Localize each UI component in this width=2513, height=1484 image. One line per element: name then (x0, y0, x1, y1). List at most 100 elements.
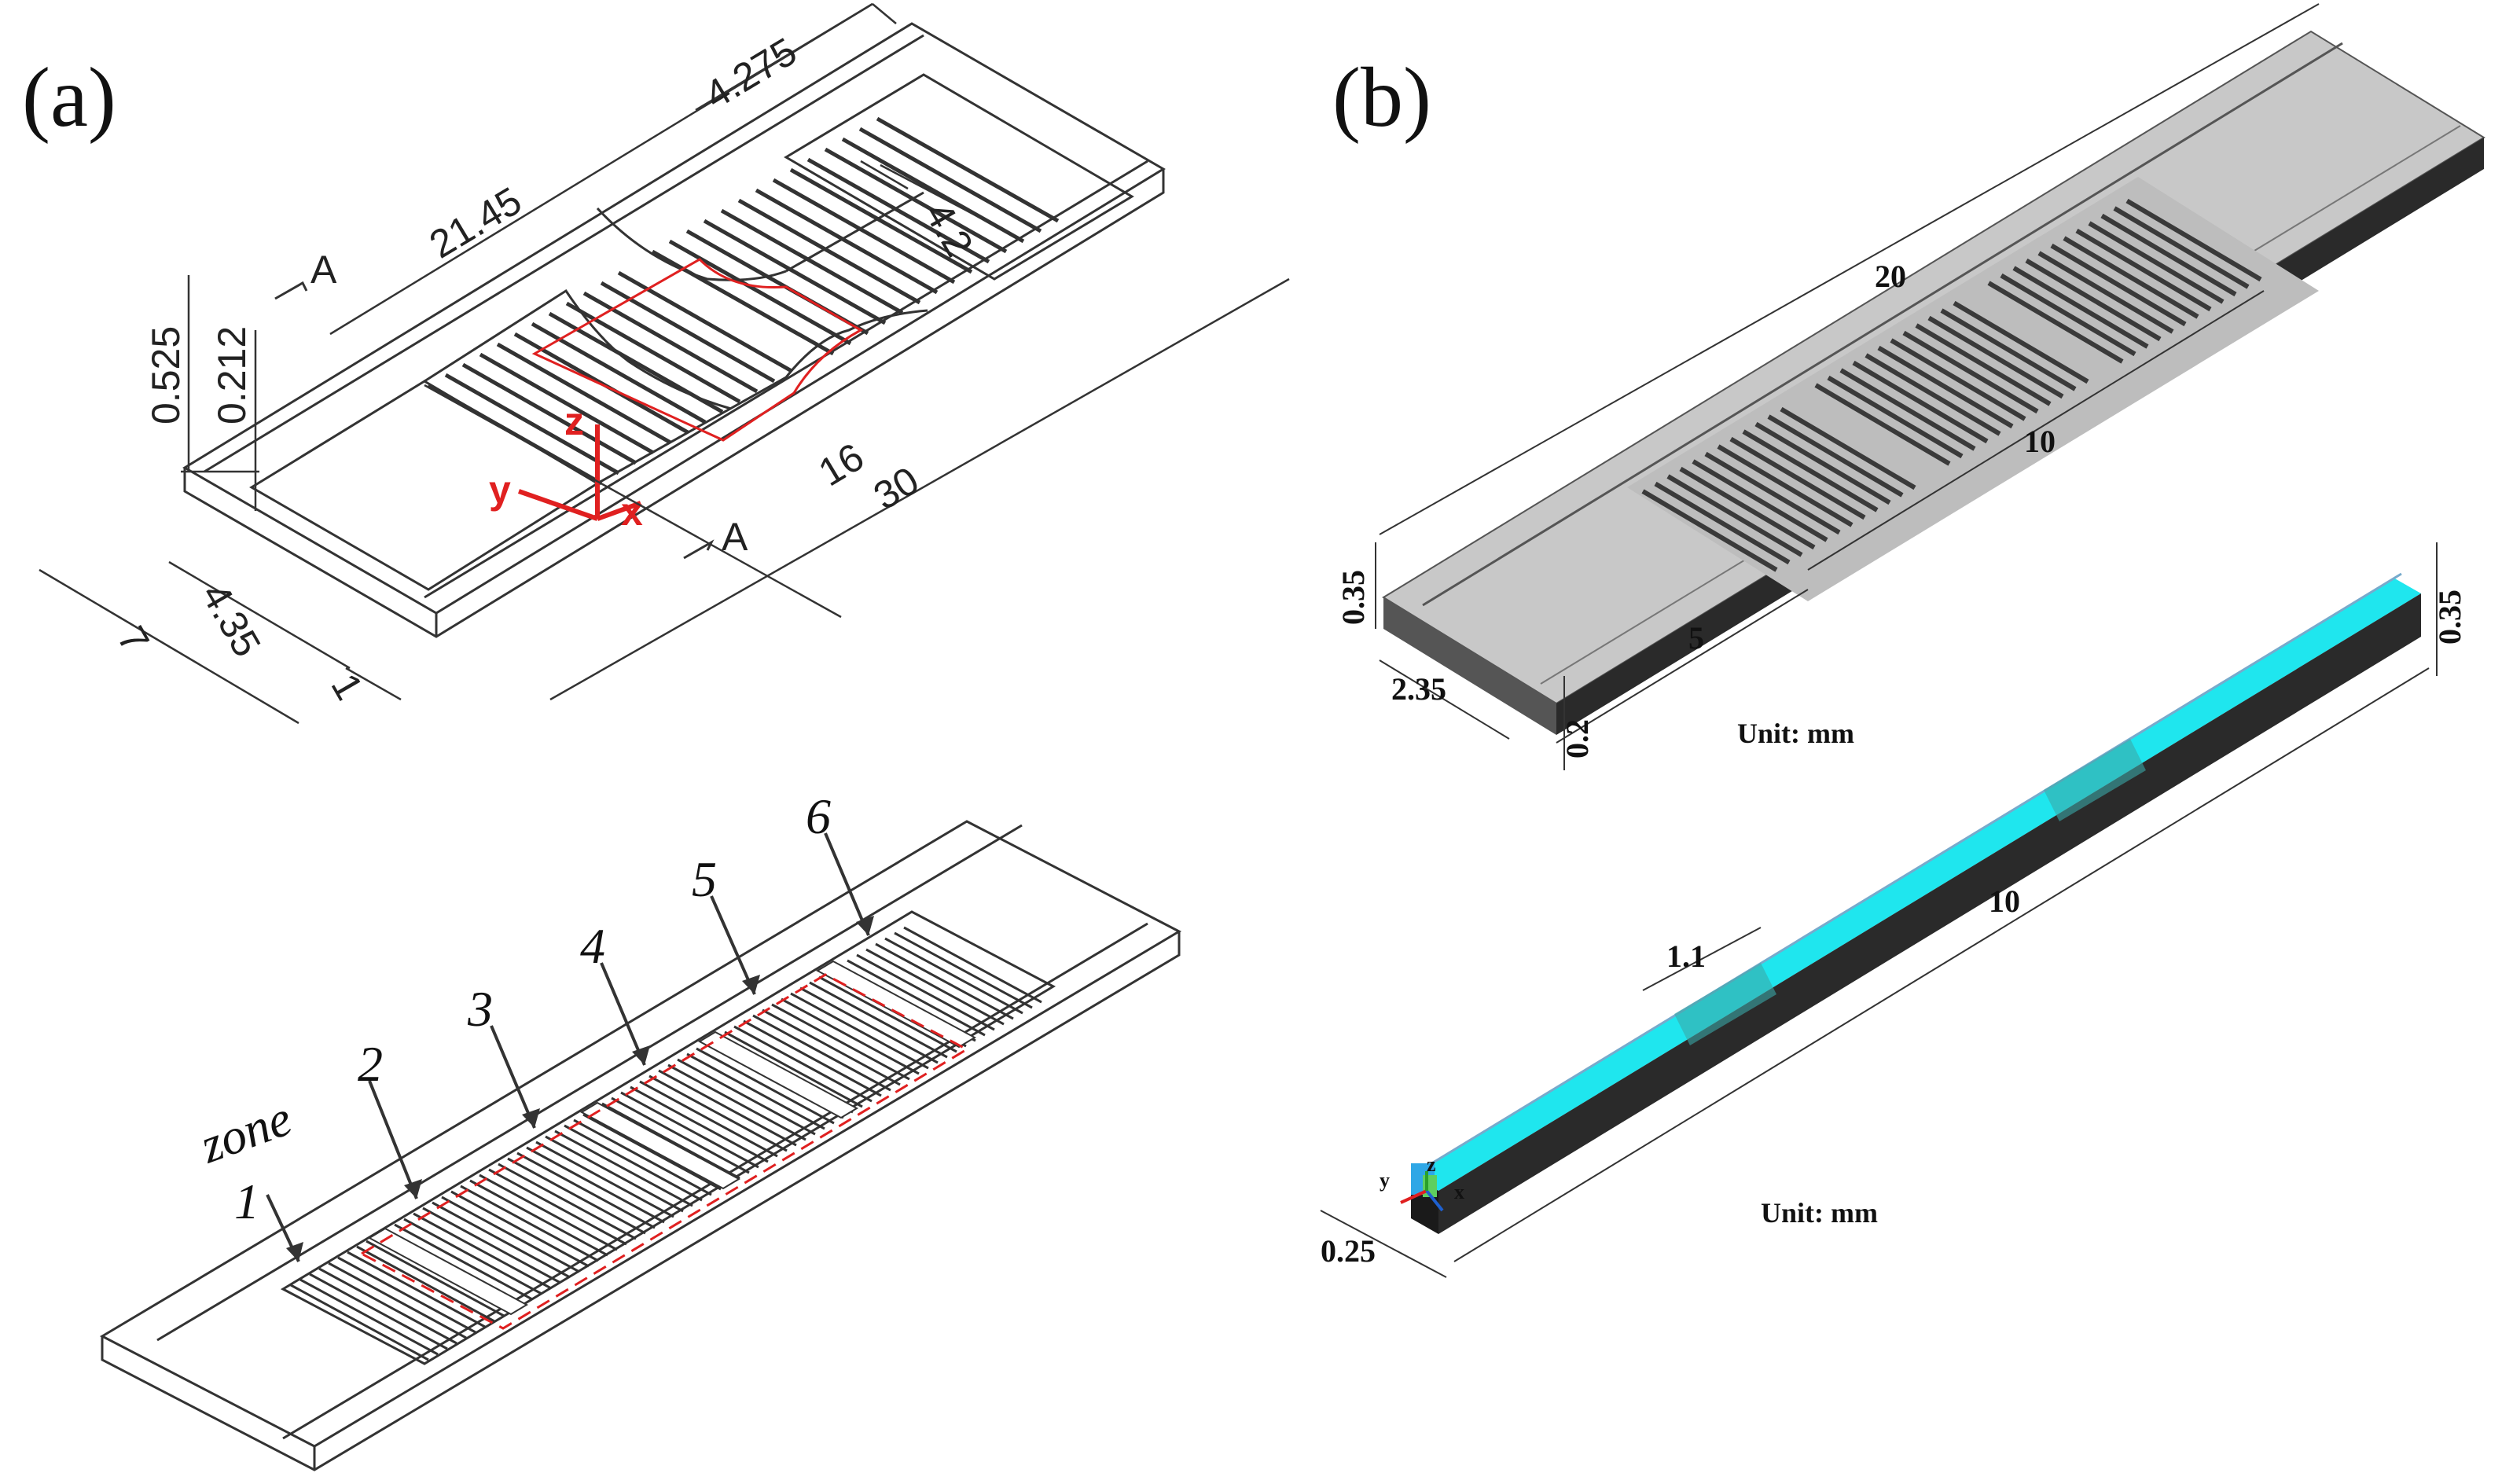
fin (771, 1003, 910, 1081)
fin (809, 981, 948, 1059)
coordinate-axes-a (518, 424, 642, 521)
fin (1717, 444, 1854, 527)
fin (781, 997, 920, 1075)
fin (2075, 228, 2212, 312)
dimension-lines-a (39, 2, 1290, 725)
fin (2113, 206, 2250, 289)
fin (422, 1207, 561, 1284)
fin (531, 321, 707, 424)
fin (1729, 436, 1866, 520)
fin (498, 1163, 637, 1240)
fin (1780, 406, 1916, 490)
red-section-outline (531, 258, 864, 442)
dim-30: 30 (866, 458, 927, 519)
panel-a: (a) (22, 2, 1290, 1471)
dim-0-212: 0.212 (210, 326, 254, 424)
dimension-lines-b-top (1375, 3, 2320, 770)
dim-b-5: 5 (1688, 620, 1704, 656)
fin (1839, 368, 1976, 451)
fin (884, 937, 1023, 1015)
x-axis-line (596, 501, 642, 521)
fin (737, 198, 921, 305)
fin (337, 1256, 476, 1334)
rail-right (424, 160, 1148, 599)
dim-b-0-2: 0.2 (1560, 719, 1595, 759)
zone-word: zone (193, 1089, 299, 1174)
fin (2063, 236, 2199, 319)
fin (460, 1185, 599, 1262)
channel-model (1411, 572, 2421, 1234)
groove-line (1422, 42, 2343, 607)
zone-plate-front (101, 931, 1181, 1471)
unit-label-bottom: Unit: mm (1761, 1197, 1878, 1229)
unit-label-top: Unit: mm (1737, 718, 1854, 749)
fin (309, 1273, 448, 1350)
panel-b-label: (b) (1332, 51, 1431, 145)
fin (724, 1030, 863, 1108)
fin (894, 931, 1033, 1009)
fin (1704, 451, 1841, 535)
fin-array-zones (290, 926, 1042, 1361)
fin (479, 1174, 618, 1251)
fin (799, 986, 939, 1064)
channel-axes (1400, 1171, 1444, 1212)
fin (573, 1119, 712, 1196)
fin (564, 1124, 703, 1202)
dimension-lines-b-bottom (1320, 542, 2438, 1278)
fin (856, 953, 995, 1031)
fin (720, 208, 904, 315)
fin (875, 942, 1014, 1020)
fin (903, 926, 1042, 1004)
fin (2012, 266, 2149, 349)
fin (2025, 258, 2162, 342)
fin (366, 1240, 505, 1317)
dim-b-10: 10 (2024, 424, 2056, 459)
fin (328, 1262, 467, 1339)
channel-front-face (1438, 593, 2421, 1234)
dim-0-525: 0.525 (144, 326, 188, 424)
fin (762, 1008, 901, 1086)
zone-label-6: 6 (806, 788, 831, 844)
axis-label-y: y (489, 468, 511, 512)
fin (469, 1179, 608, 1257)
fin (1754, 421, 1891, 505)
fin (554, 1130, 693, 1207)
fin (488, 1168, 627, 1246)
zone-arrowheads (286, 916, 874, 1262)
fin (703, 219, 887, 325)
fin-array-top (427, 116, 1060, 486)
fin (535, 1141, 674, 1218)
fin (1666, 474, 1803, 557)
dim-b-20: 20 (1875, 259, 1906, 294)
zone-label-5: 5 (692, 851, 717, 907)
fin (444, 373, 620, 476)
fin (686, 1052, 825, 1130)
axis-label-z: z (564, 399, 584, 443)
fin (600, 281, 776, 384)
section-marks (274, 281, 715, 560)
fin (755, 188, 939, 295)
fin (1852, 360, 1989, 444)
fin (2037, 251, 2174, 334)
fin (1767, 414, 1904, 498)
fin (318, 1267, 457, 1345)
fin (548, 311, 724, 414)
fin (2088, 221, 2225, 304)
dim-b-0-35-bottom: 0.35 (2432, 590, 2467, 645)
fin (1915, 323, 2052, 406)
fin (818, 975, 957, 1053)
fin-region-outline (280, 910, 1056, 1365)
fin (356, 1245, 495, 1323)
dim-b-10-bottom: 10 (1989, 883, 2020, 919)
fin (2000, 273, 2136, 357)
fin (516, 1152, 656, 1229)
channel-top-face (1411, 578, 2421, 1191)
fin (651, 249, 835, 356)
fin (479, 352, 655, 455)
fin (394, 1223, 533, 1301)
fin (545, 1135, 684, 1213)
fin (526, 1146, 665, 1224)
fin (1692, 459, 1828, 542)
dim-21-45: 21.45 (422, 178, 529, 266)
fin (667, 1063, 806, 1141)
